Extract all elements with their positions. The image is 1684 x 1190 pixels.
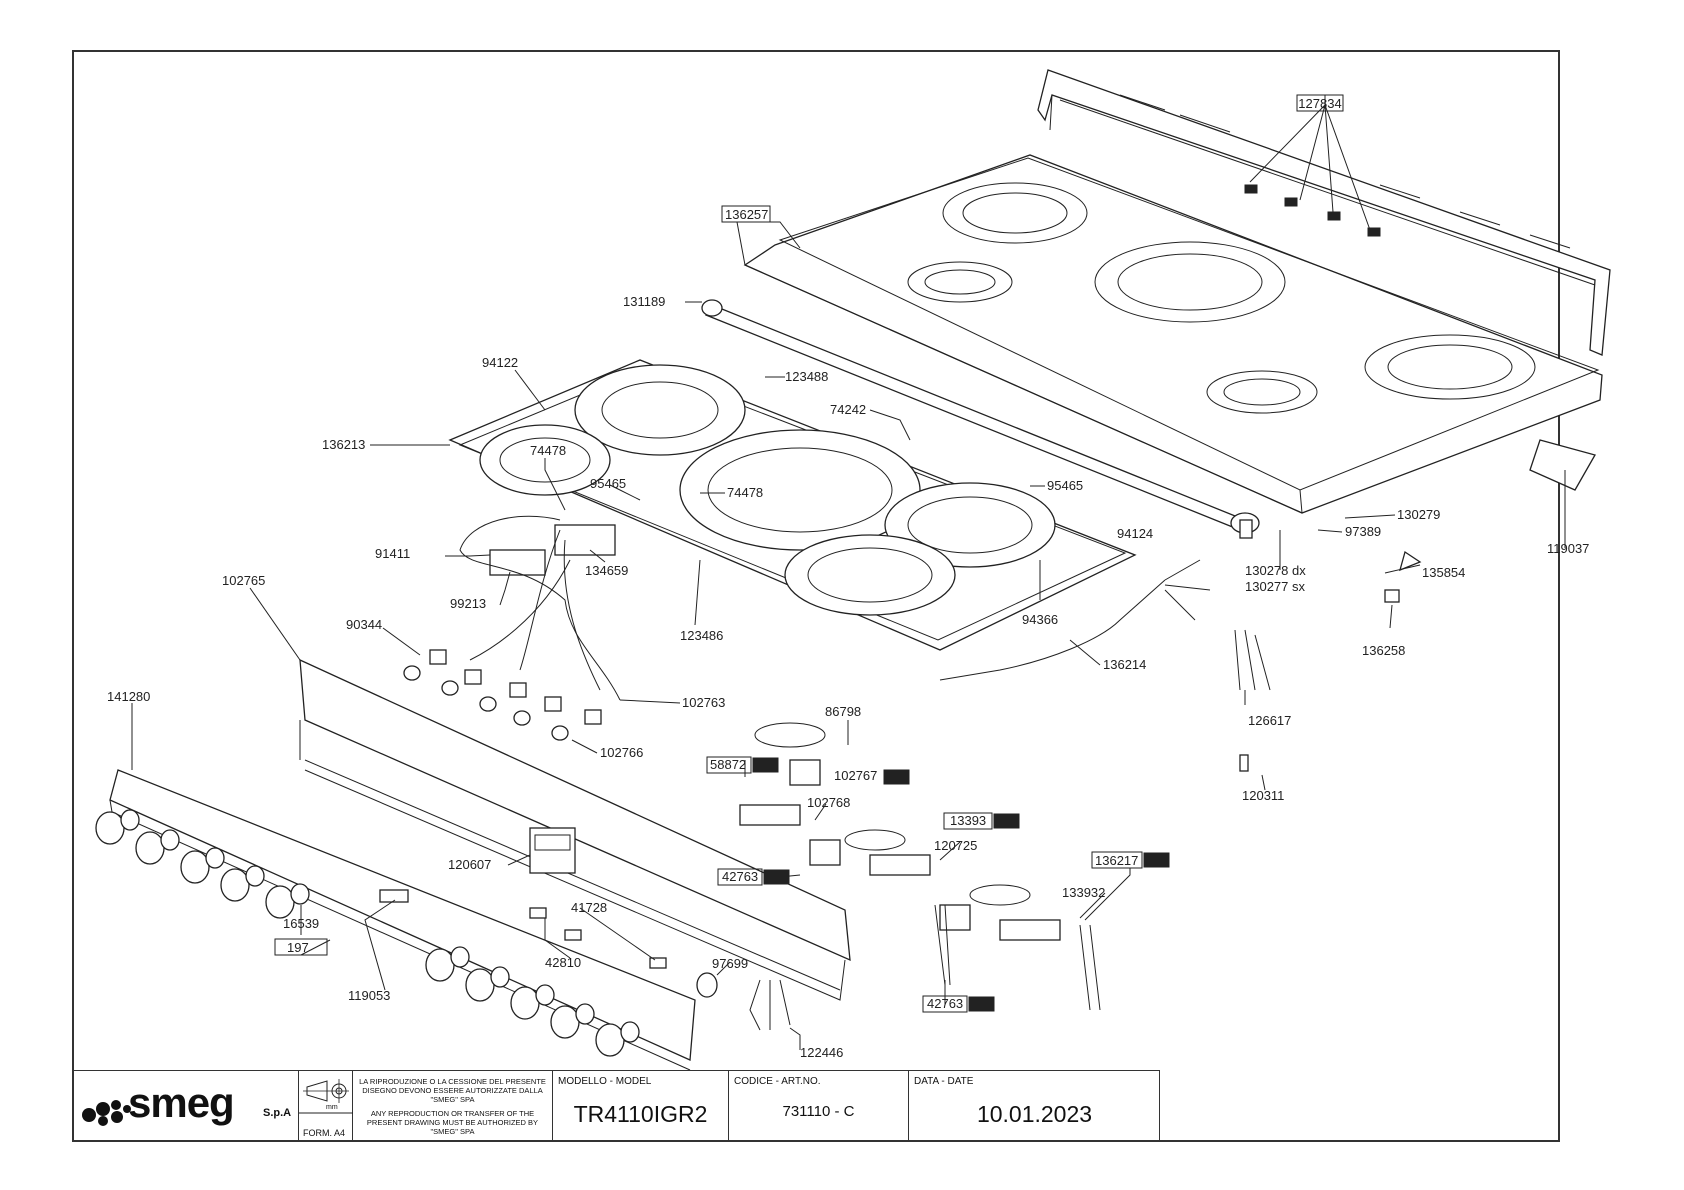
part-label: 131189 (623, 294, 665, 309)
part-label: 41728 (571, 900, 607, 915)
part-label: 123486 (680, 628, 723, 643)
part-label: 122446 (800, 1045, 843, 1060)
part-label: 127834 (1298, 96, 1341, 111)
part-label: 136258 (1362, 643, 1405, 658)
date-value: 10.01.2023 (976, 1101, 1093, 1127)
part-labels: 127834 136257 131189 123488 94122 74242 … (107, 94, 1589, 1060)
part-label: 97389 (1345, 524, 1381, 539)
part-label: 102765 (222, 573, 265, 588)
part-label: 120311 (1242, 788, 1284, 803)
part-label: 13393 (950, 813, 986, 828)
part-label: 136214 (1103, 657, 1146, 672)
code-label: CODICE - ART.NO. (734, 1076, 821, 1087)
part-label: 94124 (1117, 526, 1153, 541)
brand-cell: smeg S.p.A (73, 1071, 299, 1142)
part-label: 141280 (107, 689, 150, 704)
part-label: 99213 (450, 596, 486, 611)
part-label: 136213 (322, 437, 365, 452)
part-label: 91411 (375, 546, 410, 561)
part-label: 90344 (346, 617, 382, 632)
switch-components (379, 519, 1422, 1031)
part-label: 197 (287, 940, 309, 955)
part-label: 102768 (807, 795, 850, 810)
part-label: 42763 (722, 869, 758, 884)
control-knobs (95, 809, 640, 1057)
part-label: 42810 (545, 955, 581, 970)
legal-notice-it: LA RIPRODUZIONE O LA CESSIONE DEL PRESEN… (359, 1077, 546, 1104)
part-label: 120607 (448, 857, 491, 872)
form-size: FORM. A4 (303, 1128, 346, 1138)
part-label: 133932 (1062, 885, 1105, 900)
wiring-harness (459, 515, 1211, 701)
projection-symbol-icon (299, 1079, 353, 1114)
part-label: 74478 (530, 443, 566, 458)
part-label: 74478 (727, 485, 763, 500)
part-label: 130279 (1397, 507, 1440, 522)
part-label: 16539 (283, 916, 319, 931)
legal-notice-en: ANY REPRODUCTION OR TRANSFER OF THE PRES… (366, 1109, 539, 1136)
model-value: TR4110IGR2 (573, 1101, 708, 1127)
control-panel-front (299, 658, 851, 1001)
part-label: 130278 dx (1245, 563, 1306, 578)
part-label: 102767 (834, 768, 877, 783)
part-label: 123488 (785, 369, 828, 384)
model-label: MODELLO - MODEL (558, 1076, 652, 1087)
date-cell: DATA - DATE 10.01.2023 (909, 1071, 1160, 1142)
part-label: 120725 (934, 838, 977, 853)
side-bracket (1529, 439, 1596, 491)
part-label: 130277 sx (1245, 579, 1305, 594)
code-cell: CODICE - ART.NO. 731110 - C (729, 1071, 909, 1142)
part-label: 102766 (600, 745, 643, 760)
brand-suffix: S.p.A (263, 1107, 292, 1119)
projection-cell: mm FORM. A4 (299, 1071, 353, 1142)
backsplash-panel (1037, 69, 1611, 356)
part-label: 135854 (1422, 565, 1465, 580)
leader-lines (131, 95, 1566, 1050)
date-label: DATA - DATE (914, 1076, 974, 1087)
brand-name: smeg (128, 1079, 235, 1126)
part-label: 97699 (712, 956, 748, 971)
part-label: 86798 (825, 704, 861, 719)
code-value: 731110 - C (782, 1103, 855, 1120)
heating-element-tray (448, 359, 1137, 651)
part-label: 95465 (1047, 478, 1083, 493)
part-label: 136217 (1095, 853, 1138, 868)
part-label: 94122 (482, 355, 518, 370)
part-label: 136257 (725, 207, 768, 222)
part-label: 126617 (1248, 713, 1291, 728)
part-label: 58872 (710, 757, 746, 772)
legal-cell: LA RIPRODUZIONE O LA CESSIONE DEL PRESEN… (353, 1071, 553, 1142)
part-label: 134659 (585, 563, 628, 578)
part-label: 119053 (348, 988, 390, 1003)
part-label: 119037 (1547, 541, 1589, 556)
part-label: 95465 (590, 476, 626, 491)
unit-mark: mm (326, 1104, 338, 1111)
smeg-logo-dots-icon (82, 1100, 131, 1126)
model-cell: MODELLO - MODEL TR4110IGR2 (553, 1071, 729, 1142)
hob-top-glass (743, 154, 1603, 514)
part-label: 94366 (1022, 612, 1058, 627)
part-label: 42763 (927, 996, 963, 1011)
part-label: 74242 (830, 402, 866, 417)
drawing-frame (72, 50, 1560, 1142)
part-label: 102763 (682, 695, 725, 710)
title-block: smeg S.p.A mm FORM. A4 LA RIPRODUZIONE O… (73, 1070, 1160, 1142)
